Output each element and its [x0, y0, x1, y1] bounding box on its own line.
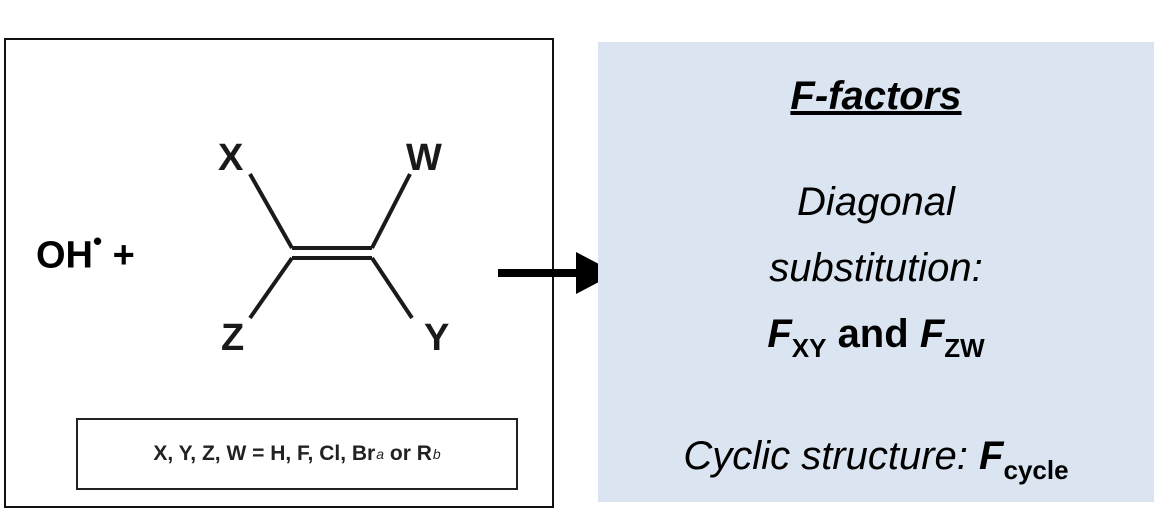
bond-w	[370, 173, 412, 249]
factor-f-zw: FZW	[919, 312, 985, 363]
bond-x	[248, 173, 294, 249]
factor-f-cycle: Fcycle	[979, 434, 1069, 485]
atom-x: X	[218, 140, 244, 179]
f-factors-panel: F-factors Diagonal substitution: FXY and…	[598, 42, 1154, 502]
alkene-structure: X W Z Y	[218, 140, 449, 359]
conditions-text: X, Y, Z, W = H, F, Cl, Br	[153, 442, 376, 465]
bond-y	[370, 256, 414, 320]
atom-y: Y	[424, 317, 449, 359]
factor-f-xy: FXY	[767, 312, 827, 363]
radical-dot: •	[93, 226, 103, 256]
and-word: and	[837, 312, 909, 356]
reactant-oh: OH	[36, 234, 93, 277]
footnote-b: b	[432, 446, 441, 462]
footnote-a: a	[376, 446, 385, 462]
plus-sign: +	[112, 234, 135, 277]
conditions-or: or R	[389, 442, 432, 465]
bond-z	[248, 256, 294, 320]
f-factors-title: F-factors	[790, 74, 962, 118]
cyclic-line: Cyclic structure: Fcycle	[598, 434, 1154, 485]
diagonal-line1: Diagonal	[797, 180, 955, 224]
atom-z: Z	[221, 317, 244, 359]
right-arrow-icon	[498, 252, 616, 294]
atom-w: W	[406, 140, 442, 179]
diagonal-line2: substitution:	[769, 246, 983, 290]
cyclic-text: Cyclic structure:	[683, 434, 968, 478]
oh-radical-label: OH• +	[36, 226, 135, 278]
diagonal-factors: FXY and FZW	[598, 312, 1154, 363]
